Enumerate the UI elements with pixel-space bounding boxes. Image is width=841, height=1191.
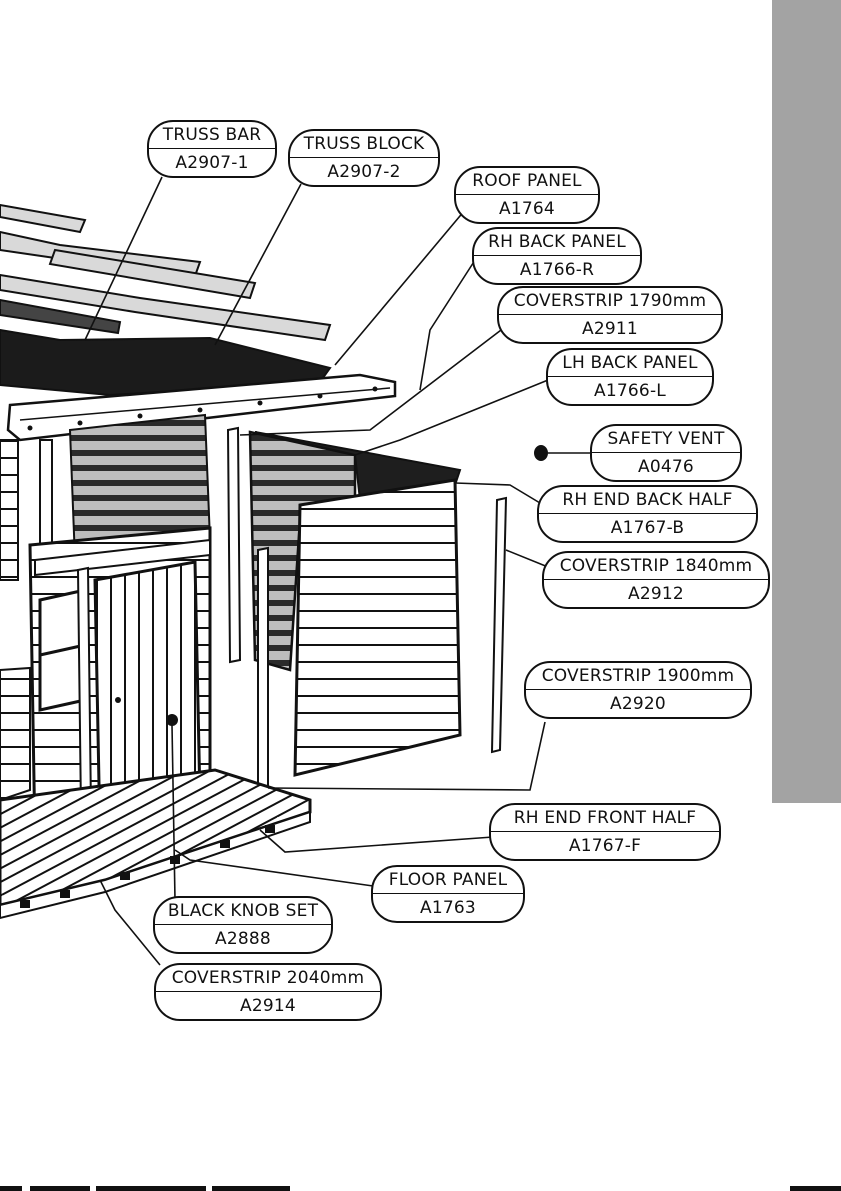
part-code: A2911	[582, 318, 638, 339]
section-tab	[772, 0, 841, 803]
truss-beam	[6, 373, 397, 442]
safety-vent-shape	[534, 445, 548, 461]
part-code: A2907-1	[175, 152, 249, 173]
coverstrip-1790-stick	[226, 426, 242, 664]
callout-floor-panel: FLOOR PANEL A1763	[371, 865, 525, 923]
callout-coverstrip-1790: COVERSTRIP 1790mm A2911	[497, 286, 723, 344]
callout-lh-back-panel: LH BACK PANEL A1766-L	[546, 348, 714, 406]
black-knob	[166, 714, 178, 726]
callout-rh-end-back-half: RH END BACK HALF A1767-B	[537, 485, 758, 543]
callout-safety-vent: SAFETY VENT A0476	[590, 424, 742, 482]
part-code: A1766-R	[519, 259, 595, 280]
rh-end-back-half-shape	[293, 478, 462, 777]
callout-coverstrip-1840: COVERSTRIP 1840mm A2912	[542, 551, 770, 609]
callout-black-knob-set: BLACK KNOB SET A2888	[153, 896, 333, 954]
part-name: TRUSS BLOCK	[290, 131, 438, 158]
part-code: A0476	[638, 456, 694, 477]
leader-lines	[84, 176, 590, 966]
part-code: A1767-B	[610, 517, 685, 538]
part-name: COVERSTRIP 2040mm	[156, 965, 380, 992]
part-code: A1766-L	[594, 380, 666, 401]
part-code: A2920	[610, 693, 666, 714]
part-code: A2907-2	[327, 161, 401, 182]
part-name: LH BACK PANEL	[548, 350, 712, 377]
callout-coverstrip-2040: COVERSTRIP 2040mm A2914	[154, 963, 382, 1021]
roof-slats	[0, 203, 332, 342]
callout-rh-end-front-half: RH END FRONT HALF A1767-F	[489, 803, 721, 861]
part-name: BLACK KNOB SET	[155, 898, 331, 925]
part-name: SAFETY VENT	[592, 426, 740, 453]
part-name: COVERSTRIP 1900mm	[526, 663, 750, 690]
part-code: A1764	[499, 198, 555, 219]
coverstrip-1840-stick	[490, 496, 508, 754]
part-name: TRUSS BAR	[149, 122, 275, 149]
part-name: RH END FRONT HALF	[491, 805, 719, 832]
part-code: A1763	[420, 897, 476, 918]
part-code: A1767-F	[568, 835, 642, 856]
part-name: FLOOR PANEL	[373, 867, 523, 894]
left-wall-post	[0, 439, 19, 581]
part-code: A2888	[215, 928, 271, 949]
part-name: RH END BACK HALF	[539, 487, 756, 514]
part-name: COVERSTRIP 1790mm	[499, 288, 721, 315]
part-code: A2914	[240, 995, 296, 1016]
part-name: RH BACK PANEL	[474, 229, 640, 256]
callout-rh-back-panel: RH BACK PANEL A1766-R	[472, 227, 642, 285]
callout-truss-bar: TRUSS BAR A2907-1	[147, 120, 277, 178]
cropped-footer-strip	[0, 1186, 841, 1191]
callout-coverstrip-1900: COVERSTRIP 1900mm A2920	[524, 661, 752, 719]
left-deck	[0, 666, 31, 802]
part-name: COVERSTRIP 1840mm	[544, 553, 768, 580]
part-code: A2912	[628, 583, 684, 604]
callout-roof-panel: ROOF PANEL A1764	[454, 166, 600, 224]
callout-truss-block: TRUSS BLOCK A2907-2	[288, 129, 440, 187]
part-name: ROOF PANEL	[456, 168, 598, 195]
